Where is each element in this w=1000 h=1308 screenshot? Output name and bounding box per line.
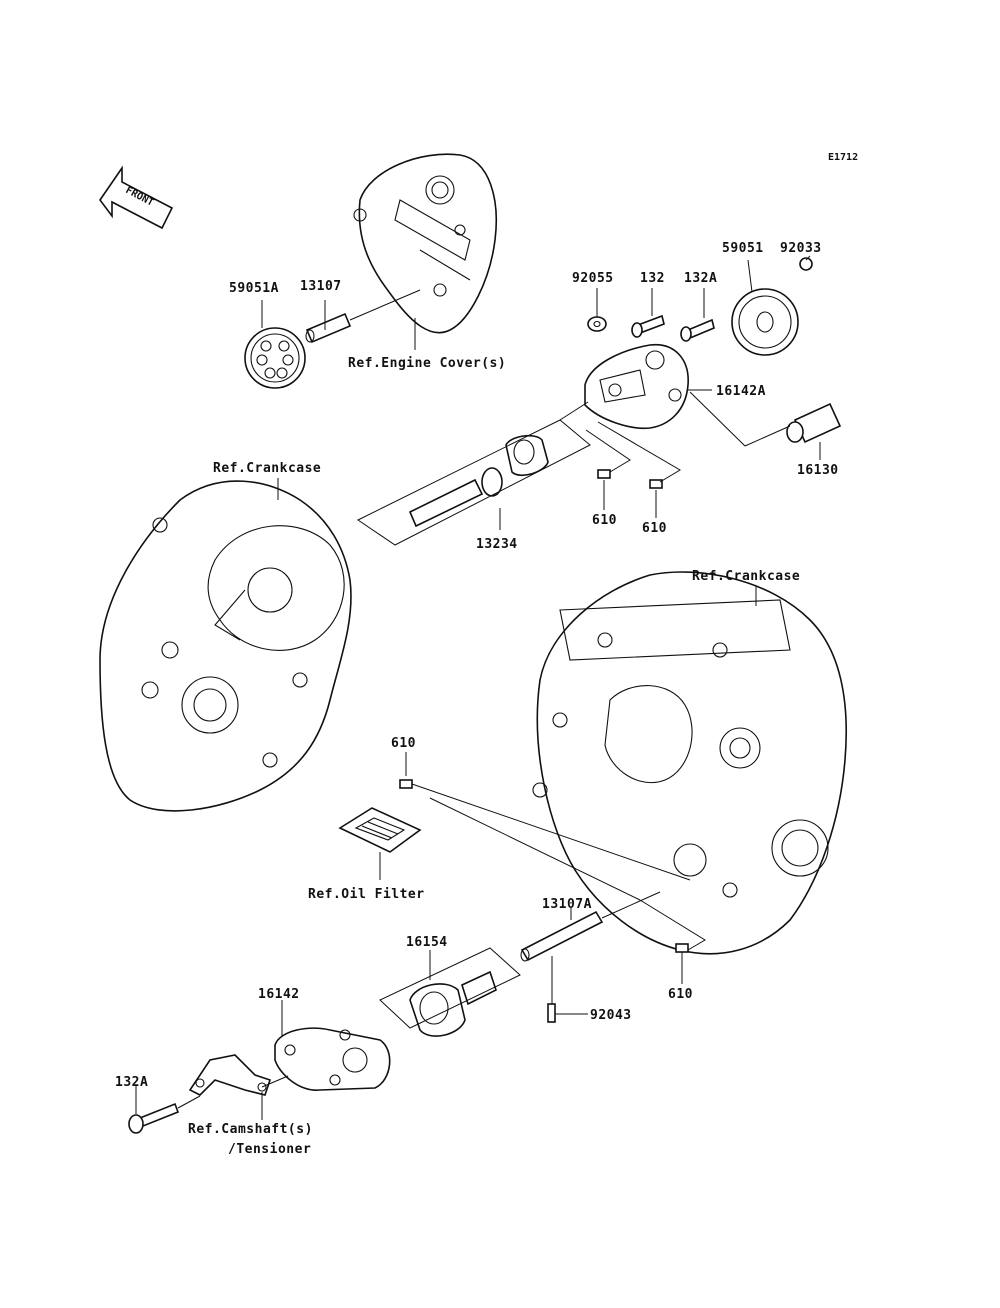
shaft-13234-drawing [408, 434, 549, 528]
crankcase-right-drawing [532, 571, 848, 955]
label-ref-crankcase-right: Ref.Crankcase [692, 569, 800, 584]
bolt-132-drawing [631, 314, 665, 338]
gear-59051-drawing [731, 288, 799, 356]
label-13107: 13107 [300, 279, 342, 294]
bolt-132a-bottom-drawing [128, 1102, 180, 1134]
bolt-132a-top-drawing [680, 318, 715, 342]
shaft-13107a-drawing [520, 910, 604, 962]
label-132: 132 [640, 271, 665, 286]
label-ref-oil-filter: Ref.Oil Filter [308, 887, 425, 902]
label-13107a: 13107A [542, 897, 592, 912]
front-arrow-icon: FRONT [99, 165, 174, 230]
label-59051a: 59051A [229, 281, 279, 296]
gear-59051a-drawing [244, 327, 306, 389]
crankcase-left-drawing [99, 480, 352, 812]
pin-610-b-drawing [649, 479, 663, 489]
label-16142: 16142 [258, 987, 300, 1002]
label-132a-top: 132A [684, 271, 717, 286]
diagram-code: E1712 [828, 152, 858, 163]
pump-cover-16142a-drawing [584, 343, 689, 430]
label-610-a: 610 [592, 513, 617, 528]
pin-610-d-drawing [675, 943, 689, 953]
pin-610-a-drawing [597, 469, 611, 479]
rotor-16154-drawing [409, 970, 497, 1037]
pin-610-c-drawing [399, 779, 413, 789]
label-ref-crankcase-left: Ref.Crankcase [213, 461, 321, 476]
label-92043: 92043 [590, 1008, 632, 1023]
label-ref-engine-cover: Ref.Engine Cover(s) [348, 356, 506, 371]
relief-valve-16130-drawing [786, 402, 842, 444]
label-16154: 16154 [406, 935, 448, 950]
label-610-d: 610 [668, 987, 693, 1002]
label-ref-tensioner: /Tensioner [228, 1142, 311, 1157]
label-ref-camshaft: Ref.Camshaft(s) [188, 1122, 313, 1137]
label-16142a: 16142A [716, 384, 766, 399]
label-92055: 92055 [572, 271, 614, 286]
clip-92033-drawing [799, 257, 813, 271]
label-59051: 59051 [722, 241, 764, 256]
pump-body-16142-drawing [274, 1027, 391, 1091]
camshaft-tensioner-drawing [188, 1054, 272, 1096]
washer-92055-drawing [587, 316, 607, 332]
pin-92043-drawing [547, 1003, 556, 1023]
shaft-13107-drawing [305, 312, 352, 344]
label-132a-bottom: 132A [115, 1075, 148, 1090]
label-610-c: 610 [391, 736, 416, 751]
label-13234: 13234 [476, 537, 518, 552]
label-610-b: 610 [642, 521, 667, 536]
engine-cover-drawing [353, 153, 498, 334]
oil-filter-drawing [338, 807, 422, 853]
label-16130: 16130 [797, 463, 839, 478]
label-92033: 92033 [780, 241, 822, 256]
